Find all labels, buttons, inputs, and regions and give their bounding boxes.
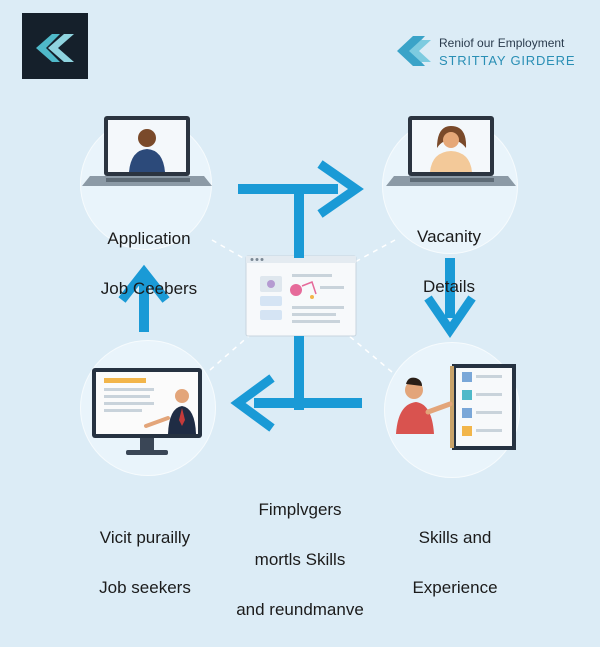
node-label-top-left: Application Job Ceebers	[74, 201, 224, 326]
arrow-down-icon	[424, 258, 476, 338]
laptop-woman-illustration	[386, 116, 516, 186]
node-label-top-right-line1: Vacanity	[417, 227, 481, 246]
node-label-bottom-left-line2: Job seekers	[99, 578, 191, 597]
connector-vertical-line	[294, 190, 304, 258]
center-document-card	[245, 255, 357, 337]
arrow-right-icon	[238, 160, 364, 218]
node-label-top-right-line2: Details	[423, 277, 475, 296]
brand-subtitle: STRITTAY GIRDERE	[439, 53, 576, 68]
connector-vertical-line-lower	[294, 336, 304, 410]
laptop-user-illustration	[82, 116, 212, 186]
node-label-center-line1: Fimplvgers	[258, 500, 342, 519]
logo	[22, 13, 88, 79]
arrow-left-icon	[230, 374, 362, 432]
dashed-connectors	[209, 239, 396, 373]
node-label-center-line2: mortls Skills	[254, 550, 346, 569]
node-label-bottom-right-line1: Skills and	[418, 528, 492, 547]
presenter-monitor-illustration	[92, 368, 202, 455]
node-label-bottom-left: Vicit purailly Job seekers	[70, 500, 220, 625]
arrow-up-icon	[118, 264, 170, 332]
node-label-top-left-line2: Job Ceebers	[100, 279, 198, 298]
skills-board-illustration	[396, 364, 516, 450]
node-label-bottom-right-line2: Experience	[412, 578, 498, 597]
node-label-top-left-line1: Application	[107, 229, 191, 248]
brand-title: Reniof our Employment	[439, 36, 565, 50]
node-label-center-line3: and reundmanve	[236, 600, 364, 619]
brand-logo-icon	[397, 36, 431, 66]
node-label-center: Fimplvgers mortls Skills and reundmanve	[220, 472, 380, 647]
node-label-top-right: Vacanity Details	[374, 199, 524, 324]
node-label-bottom-left-line1: Vicit purailly	[99, 528, 191, 547]
logo-icon	[36, 34, 74, 62]
node-label-bottom-right: Skills and Experience	[380, 500, 530, 625]
